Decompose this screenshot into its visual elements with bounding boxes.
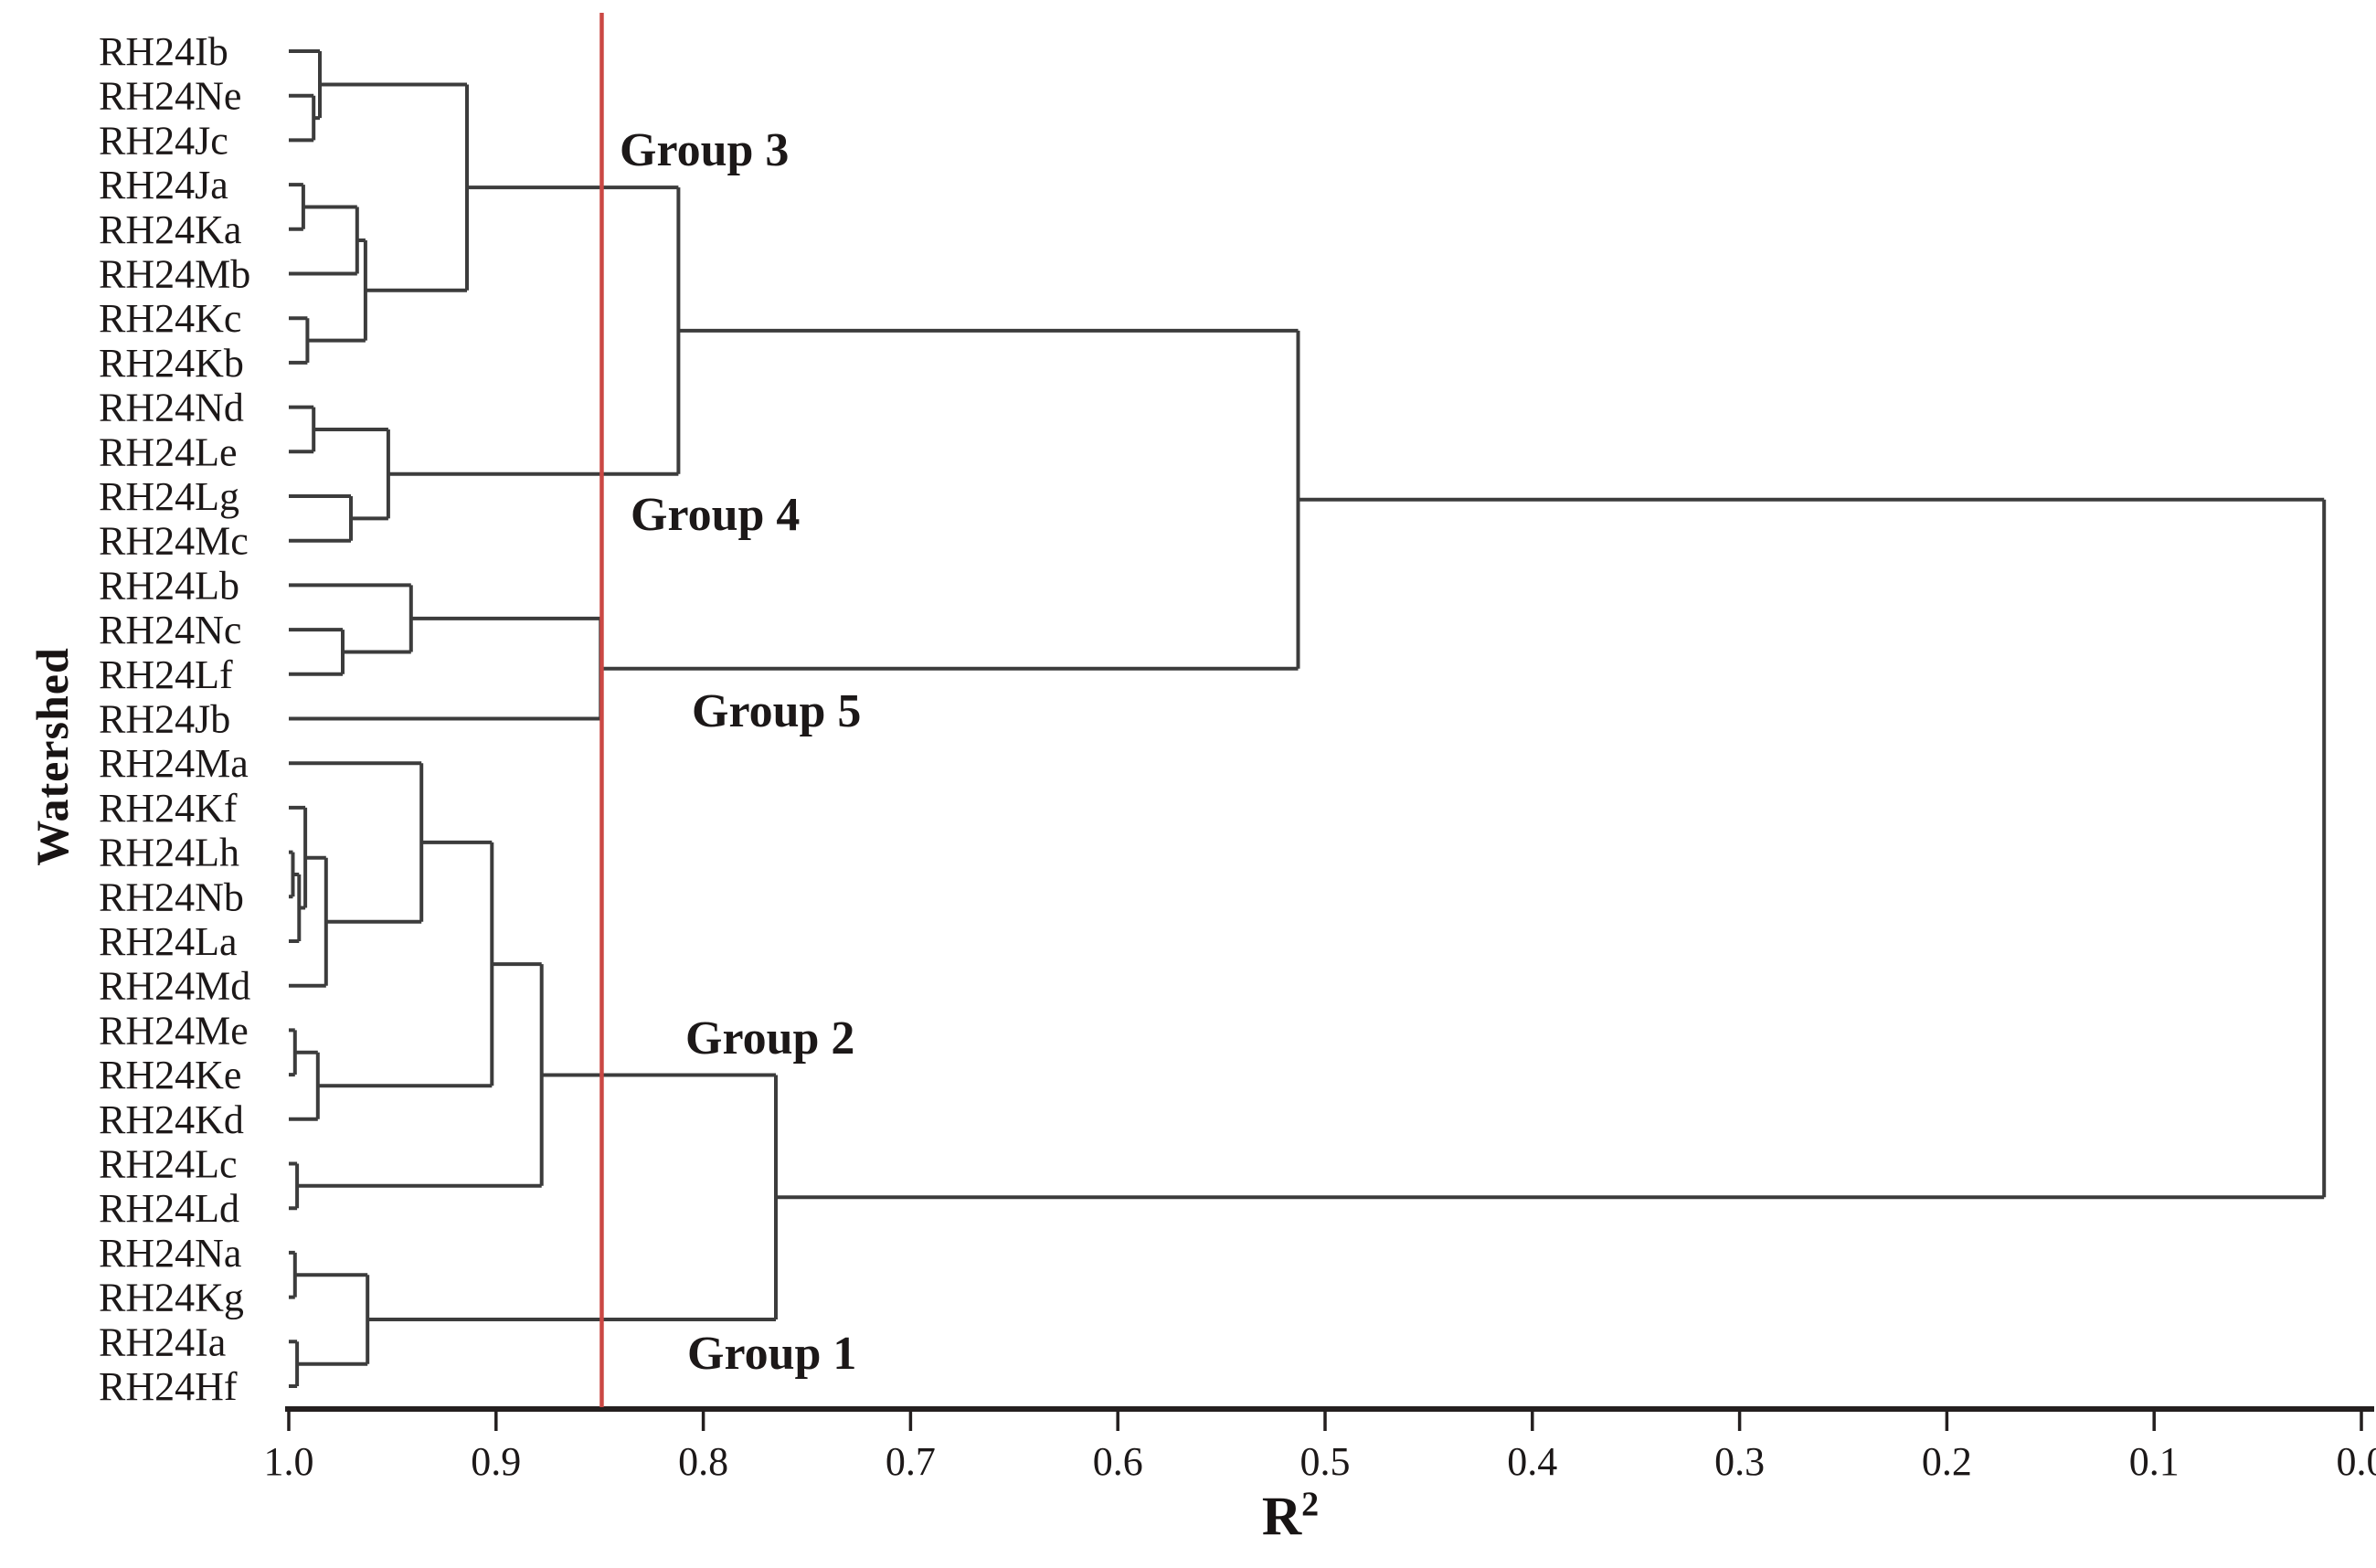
leaf-label: RH24Ld: [99, 1186, 239, 1231]
leaf-label: RH24Kc: [99, 296, 241, 341]
leaf-label: RH24Hf: [99, 1364, 238, 1409]
dendrogram-tree-lines: [289, 49, 2327, 1388]
leaf-label: RH24Ne: [99, 74, 241, 119]
leaf-label: RH24Kd: [99, 1097, 244, 1142]
x-tick-label: 0.0: [2337, 1439, 2376, 1484]
leaf-label: RH24Md: [99, 964, 250, 1009]
leaf-label: RH24Me: [99, 1008, 249, 1053]
x-tick-label: 0.6: [1093, 1439, 1143, 1484]
leaf-label: RH24La: [99, 919, 238, 964]
group-label: Group 1: [687, 1328, 856, 1380]
x-tick-label: 0.5: [1300, 1439, 1351, 1484]
x-tick-label: 0.1: [2129, 1439, 2180, 1484]
leaf-label: RH24Lb: [99, 563, 239, 608]
leaf-label: RH24Ib: [99, 29, 228, 74]
group-label: Group 4: [631, 489, 800, 541]
leaf-label: RH24Lg: [99, 474, 239, 519]
x-tick-label: 0.9: [471, 1439, 521, 1484]
group-label: Group 2: [685, 1012, 854, 1065]
x-axis-title-base: R: [1261, 1486, 1302, 1547]
leaf-label: RH24Mc: [99, 519, 249, 564]
x-tick-label: 0.2: [1922, 1439, 1972, 1484]
leaf-label: RH24Le: [99, 429, 238, 474]
leaf-label: RH24Ma: [99, 741, 249, 786]
leaf-label: RH24Mb: [99, 252, 250, 297]
leaf-label: RH24Nd: [99, 386, 244, 430]
leaf-label: RH24Kg: [99, 1276, 244, 1320]
leaf-label: RH24Nb: [99, 874, 244, 919]
x-axis-title: R2: [1262, 1486, 1319, 1549]
leaf-label: RH24Lf: [99, 652, 233, 697]
leaf-label: RH24Kb: [99, 341, 244, 386]
leaf-label: RH24Ka: [99, 207, 241, 252]
leaf-label: RH24Na: [99, 1231, 241, 1276]
x-tick-label: 0.7: [886, 1439, 936, 1484]
leaf-label: RH24Lc: [99, 1142, 238, 1187]
leaf-label: RH24Nc: [99, 608, 241, 652]
x-tick-label: 0.8: [678, 1439, 728, 1484]
group-label: Group 3: [620, 124, 789, 176]
x-tick-label: 0.3: [1714, 1439, 1765, 1484]
leaf-label: RH24Jb: [99, 697, 230, 742]
leaf-label: RH24Jc: [99, 118, 228, 163]
leaf-label: RH24Ia: [99, 1319, 226, 1364]
x-axis-title-exponent: 2: [1301, 1485, 1320, 1524]
group-label: Group 5: [692, 685, 861, 737]
leaf-label: RH24Ke: [99, 1053, 241, 1097]
y-axis-title: Watershed: [27, 647, 78, 866]
x-tick-label: 1.0: [264, 1439, 314, 1484]
x-tick-label: 0.4: [1507, 1439, 1557, 1484]
leaf-label: RH24Lh: [99, 831, 239, 875]
leaf-label: RH24Kf: [99, 786, 238, 831]
leaf-label: RH24Ja: [99, 163, 228, 207]
